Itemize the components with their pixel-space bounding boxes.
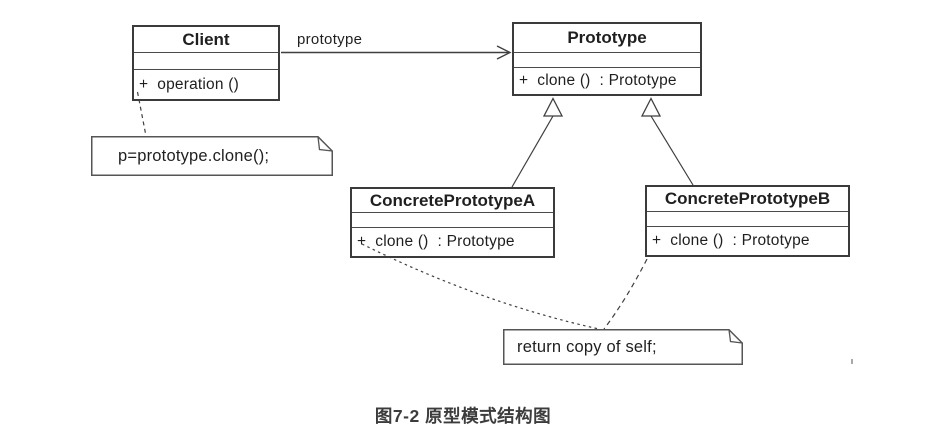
association-label: prototype <box>297 31 363 48</box>
class-attributes-concrete-prototype-b <box>647 212 848 227</box>
class-box-concrete-prototype-b: ConcretePrototypeB + clone () : Prototyp… <box>645 185 850 257</box>
class-title-client: Client <box>134 27 278 53</box>
class-box-client: Client + operation () <box>132 25 280 101</box>
generalization-line-concrete-a <box>511 115 554 188</box>
class-attributes-concrete-prototype-a <box>352 213 553 228</box>
note-text-return: return copy of self; <box>517 337 657 356</box>
class-title-prototype: Prototype <box>514 24 700 53</box>
class-box-prototype: Prototype + clone () : Prototype <box>512 22 702 96</box>
class-methods-concrete-prototype-a: + clone () : Prototype <box>357 233 515 250</box>
figure-caption: 图7-2 原型模式结构图 <box>374 406 552 426</box>
note-text-client: p=prototype.clone(); <box>118 146 270 165</box>
open-arrowhead-icon <box>496 45 512 60</box>
hollow-triangle-arrowhead-icon <box>542 97 564 117</box>
stray-mark <box>851 359 853 364</box>
hollow-triangle-arrowhead-icon <box>640 97 662 117</box>
class-methods-client: + operation () <box>139 75 239 93</box>
class-methods-prototype: + clone () : Prototype <box>519 72 677 89</box>
class-title-concrete-prototype-a: ConcretePrototypeA <box>352 189 553 213</box>
class-attributes-prototype <box>514 53 700 68</box>
class-box-concrete-prototype-a: ConcretePrototypeA + clone () : Prototyp… <box>350 187 555 258</box>
note-anchor-line-concrete-b <box>603 258 648 330</box>
generalization-line-concrete-b <box>650 115 694 186</box>
class-attributes-client <box>134 53 278 70</box>
class-title-concrete-prototype-b: ConcretePrototypeB <box>647 187 848 212</box>
class-methods-concrete-prototype-b: + clone () : Prototype <box>652 232 810 249</box>
